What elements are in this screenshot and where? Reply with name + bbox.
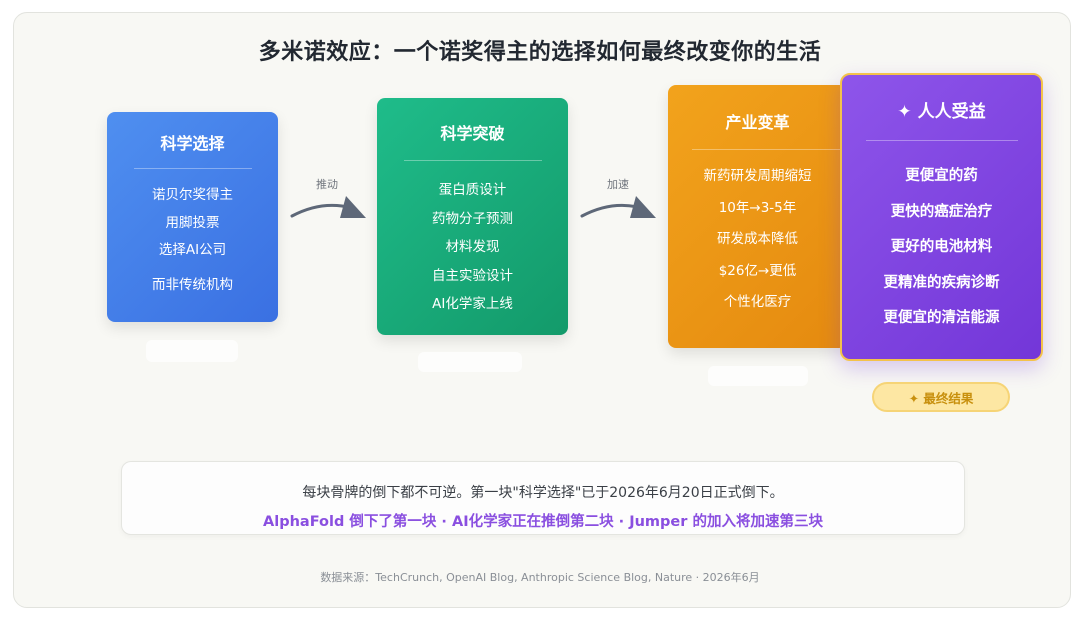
card-everyone-benefits: ✦ 人人受益 更便宜的药 更快的癌症治疗 更好的电池材料 更精准的疾病诊断 更便… bbox=[840, 73, 1043, 361]
card-item: 用脚投票 bbox=[165, 214, 220, 231]
card-item: 而非传统机构 bbox=[152, 276, 233, 293]
card-item: 诺贝尔奖得主 bbox=[152, 187, 233, 203]
card-item: 材料发现 bbox=[445, 239, 500, 255]
card-item: 更好的电池材料 bbox=[890, 239, 993, 255]
card-item: 研发成本降低 bbox=[717, 231, 798, 247]
note-line-2: AlphaFold 倒下了第一块 · AI化学家正在推倒第二块 · Jumper… bbox=[263, 514, 823, 530]
curved-arrow-icon bbox=[580, 196, 656, 218]
card-item: 选择AI公司 bbox=[158, 242, 227, 258]
note-line-1: 每块骨牌的倒下都不可逆。第一块"科学选择"已于2026年6月20日正式倒下。 bbox=[302, 485, 784, 501]
card-reflection bbox=[418, 352, 522, 372]
card-divider bbox=[133, 168, 252, 169]
arrow-label-push: 推动 bbox=[316, 178, 338, 191]
card-divider bbox=[865, 140, 1018, 141]
card-heading: 科学选择 bbox=[160, 134, 225, 153]
card-item: 新药研发周期缩短 bbox=[703, 168, 812, 184]
card-divider bbox=[692, 149, 842, 150]
card-item: 蛋白质设计 bbox=[438, 182, 507, 198]
card-heading: ✦ 人人受益 bbox=[897, 102, 986, 122]
page-title: 多米诺效应：一个诺奖得主的选择如何最终改变你的生活 bbox=[258, 40, 822, 65]
card-item: 药物分子预测 bbox=[432, 210, 513, 227]
summary-note: 每块骨牌的倒下都不可逆。第一块"科学选择"已于2026年6月20日正式倒下。 A… bbox=[121, 461, 965, 535]
card-item: 自主实验设计 bbox=[432, 267, 513, 284]
card-item: 10年→3-5年 bbox=[718, 199, 797, 216]
card-item: 更精准的疾病诊断 bbox=[883, 274, 1000, 291]
card-item: $26亿→更低 bbox=[718, 262, 797, 279]
curved-arrow-icon bbox=[290, 196, 366, 218]
card-science-choice: 科学选择 诺贝尔奖得主 用脚投票 选择AI公司 而非传统机构 bbox=[107, 112, 278, 322]
card-industry-change: 产业变革 新药研发周期缩短 10年→3-5年 研发成本降低 $26亿→更低 个性… bbox=[668, 85, 847, 348]
card-heading: 科学突破 bbox=[440, 124, 505, 143]
card-item: 更快的癌症治疗 bbox=[890, 203, 993, 220]
final-result-badge: ✦ 最终结果 bbox=[872, 382, 1010, 412]
card-reflection bbox=[708, 366, 808, 386]
card-item: 个性化医疗 bbox=[723, 294, 792, 310]
data-source: 数据来源：TechCrunch, OpenAI Blog, Anthropic … bbox=[320, 571, 760, 584]
card-item: AI化学家上线 bbox=[432, 296, 513, 312]
card-science-breakthrough: 科学突破 蛋白质设计 药物分子预测 材料发现 自主实验设计 AI化学家上线 bbox=[377, 98, 568, 335]
card-reflection bbox=[146, 340, 238, 362]
card-heading: 产业变革 bbox=[725, 113, 790, 132]
arrow-label-accelerate: 加速 bbox=[607, 178, 629, 191]
card-item: 更便宜的清洁能源 bbox=[883, 310, 1000, 326]
card-item: 更便宜的药 bbox=[905, 168, 978, 184]
card-divider bbox=[403, 160, 542, 161]
